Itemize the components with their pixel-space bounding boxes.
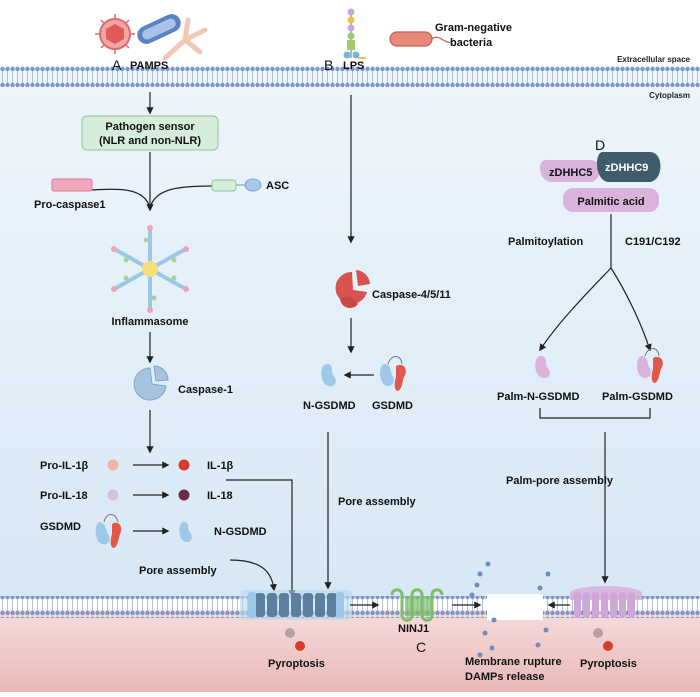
asc-icon	[211, 179, 237, 192]
lps-label: LPS	[343, 60, 364, 72]
inflammasome-icon	[111, 225, 189, 313]
sensor-label-2: (NLR and non-NLR)	[99, 135, 201, 147]
virus-icon	[95, 14, 135, 54]
pathway-a-marker: A	[112, 57, 122, 73]
gsdmd-pore-a	[240, 590, 352, 620]
cytokine-dot-d1	[593, 628, 603, 638]
bacteria-label-2: bacteria	[450, 37, 493, 49]
pathway-d-marker: D	[595, 137, 605, 153]
asc-label: ASC	[266, 180, 289, 192]
extracellular-label: Extracellular space	[617, 55, 690, 64]
palmitoylation-label: Palmitoylation	[508, 236, 583, 248]
bacteria-label-1: Gram-negative	[435, 22, 512, 34]
membrane-rupture-gap	[487, 594, 543, 620]
cytokine-dot-a1	[285, 628, 295, 638]
cytoplasm-region	[0, 66, 700, 596]
il1b-dot	[178, 459, 190, 471]
pro-il18-label: Pro-IL-18	[40, 490, 88, 502]
palm-n-gsdmd-label: Palm-N-GSDMD	[497, 391, 580, 403]
pro-il1b-label: Pro-IL-1β	[40, 460, 89, 472]
palm-pore	[570, 586, 642, 618]
gsdmd-icon-b	[379, 356, 406, 391]
pathway-c-marker: C	[416, 639, 426, 655]
n-gsdmd-icon-a	[179, 522, 192, 543]
outer-region	[0, 610, 700, 692]
n-gsdmd-label-a: N-GSDMD	[214, 526, 267, 538]
pro-il1b-dot	[107, 459, 119, 471]
top-membrane	[0, 65, 700, 87]
pro-caspase1-label: Pro-caspase1	[34, 199, 106, 211]
cytokine-dot-d2	[603, 641, 613, 651]
il18-label: IL-18	[207, 490, 233, 502]
caspase-4-5-11-label: Caspase-4/5/11	[372, 289, 451, 301]
palm-gsdmd-icon	[636, 348, 663, 383]
zdhhc5-label: zDHHC5	[549, 167, 592, 179]
pyroptosis-label-a: Pyroptosis	[268, 658, 325, 670]
pore-assembly-label-a: Pore assembly	[139, 565, 218, 577]
zdhhc9-icon	[596, 151, 661, 182]
pathogen-sensor-box	[81, 115, 219, 151]
pamps-label: PAMPS	[130, 60, 168, 72]
pro-il18-dot	[107, 489, 119, 501]
fungus-icon	[162, 17, 208, 61]
ninj1-icon	[390, 588, 444, 622]
pore-assembly-label-b: Pore assembly	[338, 496, 417, 508]
caspase-4-5-11-icon	[335, 270, 370, 308]
rupture-label-2: DAMPs release	[465, 671, 545, 683]
cytokine-dot-a2	[295, 641, 305, 651]
pyroptosis-label-d: Pyroptosis	[580, 658, 637, 670]
zdhhc9-label: zDHHC9	[605, 162, 648, 174]
zdhhc5-icon	[539, 159, 600, 182]
palm-n-gsdmd-icon	[535, 356, 550, 379]
bacterium-icon	[137, 14, 181, 44]
n-gsdmd-icon-b	[321, 364, 336, 387]
ninj1-label: NINJ1	[398, 623, 429, 635]
gsdmd-label-a: GSDMD	[40, 521, 81, 533]
gram-negative-bacterium-icon	[389, 31, 455, 47]
damps-release	[469, 561, 551, 658]
cytoplasm-label: Cytoplasm	[649, 91, 690, 100]
palmitic-acid-box	[563, 188, 659, 212]
lps-icon	[343, 8, 366, 59]
n-gsdmd-label-b: N-GSDMD	[303, 400, 356, 412]
palm-pore-label: Palm-pore assembly	[506, 475, 614, 487]
palmitic-acid-label: Palmitic acid	[577, 196, 644, 208]
sensor-label-1: Pathogen sensor	[105, 121, 195, 133]
sites-label: C191/C192	[625, 236, 681, 248]
gsdmd-label-b: GSDMD	[372, 400, 413, 412]
il1b-label: IL-1β	[207, 460, 234, 472]
pro-caspase1-icon	[51, 178, 93, 192]
rupture-label-1: Membrane rupture	[465, 656, 562, 668]
inflammasome-label: Inflammasome	[111, 316, 188, 328]
caspase1-label: Caspase-1	[178, 384, 233, 396]
gsdmd-icon-a	[95, 514, 122, 548]
caspase1-icon	[133, 365, 169, 401]
il18-dot	[178, 489, 190, 501]
pathway-b-marker: B	[324, 57, 333, 73]
palm-gsdmd-label: Palm-GSDMD	[602, 391, 673, 403]
